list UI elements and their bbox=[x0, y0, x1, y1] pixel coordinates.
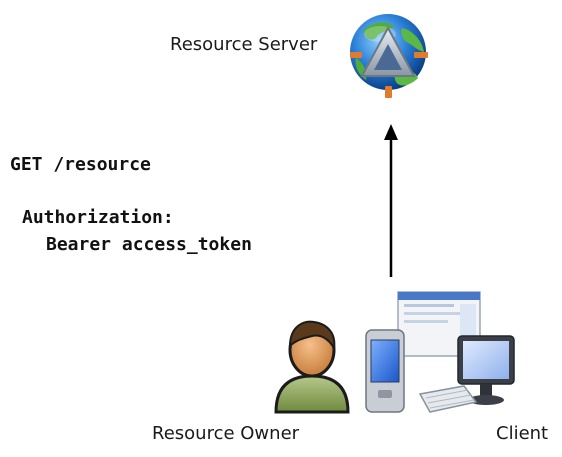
client-label: Client bbox=[496, 423, 549, 444]
resource-owner-label: Resource Owner bbox=[152, 423, 300, 444]
request-line-header-value: Bearer access_token bbox=[46, 234, 252, 255]
request-line-method: GET /resource bbox=[10, 154, 151, 175]
resource-server-label: Resource Server bbox=[170, 34, 318, 55]
request-line-header-name: Authorization: bbox=[22, 207, 174, 228]
person-icon bbox=[274, 320, 350, 414]
globe-server-icon bbox=[350, 14, 428, 98]
computer-devices-icon bbox=[365, 291, 515, 413]
